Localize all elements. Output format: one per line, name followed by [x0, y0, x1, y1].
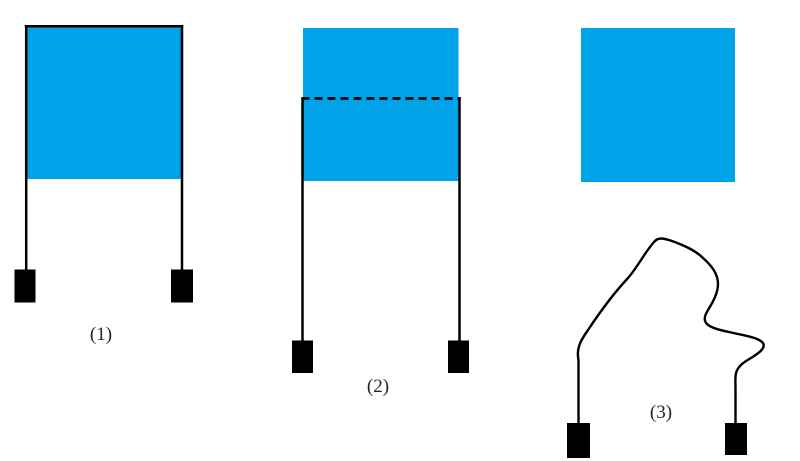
weight-1-right	[171, 269, 193, 303]
figure-2-label: (2)	[367, 376, 389, 397]
weights-3	[567, 423, 747, 458]
flag-square-3	[581, 28, 735, 182]
weights-1	[14, 269, 193, 303]
weights-2	[292, 340, 469, 373]
weight-3-left	[567, 423, 590, 458]
weight-2-right	[448, 340, 469, 373]
flag-square-2	[303, 28, 459, 181]
frame-2	[301, 97, 461, 341]
figure-1-label: (1)	[90, 324, 112, 345]
figure-2: (2)	[292, 28, 469, 397]
weight-3-right	[725, 423, 747, 455]
figure-1: (1)	[14, 25, 193, 345]
weight-2-left	[292, 340, 313, 373]
frame-1	[24, 25, 184, 270]
figure-3-label: (3)	[650, 402, 672, 423]
flag-square-1	[27, 27, 181, 179]
figure-3: (3)	[567, 28, 765, 458]
weight-1-left	[14, 269, 36, 303]
slack-string-curve	[576, 237, 765, 425]
